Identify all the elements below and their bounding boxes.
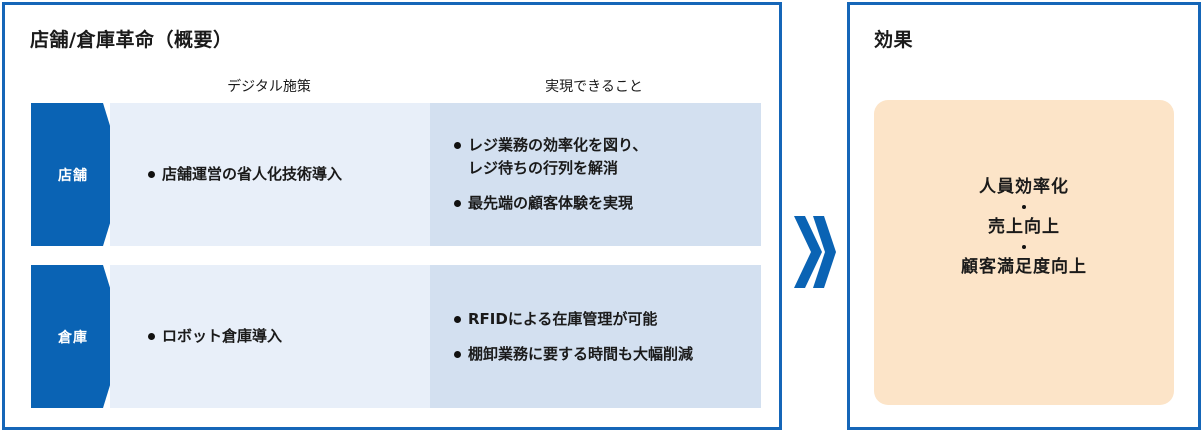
overview-title: 店舗/倉庫革命（概要） bbox=[30, 29, 233, 51]
double-chevron-right-icon bbox=[793, 216, 837, 288]
measures-panel: ロボット倉庫導入 bbox=[110, 265, 430, 408]
overview-box: 店舗/倉庫革命（概要） デジタル施策 実現できること 店舗 店舗運営の省人化技術… bbox=[2, 2, 782, 430]
column-header-digital-measures: デジタル施策 bbox=[227, 79, 311, 95]
effects-title: 効果 bbox=[874, 29, 914, 51]
measures-panel: 店舗運営の省人化技術導入 bbox=[110, 103, 430, 246]
row-store: 店舗 店舗運営の省人化技術導入 レジ業務の効率化を図り、 レジ待ちの行列を解消 … bbox=[31, 103, 761, 246]
result-item: RFIDによる在庫管理が可能 bbox=[454, 308, 693, 331]
results-panel: レジ業務の効率化を図り、 レジ待ちの行列を解消 最先端の顧客体験を実現 bbox=[430, 103, 761, 246]
result-item: 棚卸業務に要する時間も大幅削減 bbox=[454, 343, 693, 366]
chevron-shape-icon bbox=[31, 103, 125, 246]
chevron-label-warehouse: 倉庫 bbox=[31, 265, 127, 408]
effects-card: 人員効率化 売上向上 顧客満足度向上 bbox=[874, 100, 1174, 405]
row-label: 店舗 bbox=[58, 167, 88, 184]
chevron-shape-icon bbox=[31, 265, 125, 408]
result-item: レジ業務の効率化を図り、 レジ待ちの行列を解消 bbox=[454, 134, 647, 180]
result-item: 最先端の顧客体験を実現 bbox=[454, 192, 647, 215]
effect-item: 人員効率化 bbox=[979, 177, 1069, 197]
measure-item: 店舗運営の省人化技術導入 bbox=[148, 163, 342, 186]
effect-item: 顧客満足度向上 bbox=[961, 257, 1087, 277]
column-header-achievements: 実現できること bbox=[545, 79, 643, 95]
results-panel: RFIDによる在庫管理が可能 棚卸業務に要する時間も大幅削減 bbox=[430, 265, 761, 408]
measure-item: ロボット倉庫導入 bbox=[148, 325, 282, 348]
row-warehouse: 倉庫 ロボット倉庫導入 RFIDによる在庫管理が可能 棚卸業務に要する時間も大幅… bbox=[31, 265, 761, 408]
effect-item: 売上向上 bbox=[988, 217, 1060, 237]
separator-dot-icon bbox=[1022, 245, 1026, 249]
separator-dot-icon bbox=[1022, 205, 1026, 209]
chevron-label-store: 店舗 bbox=[31, 103, 127, 246]
row-label: 倉庫 bbox=[58, 329, 88, 346]
